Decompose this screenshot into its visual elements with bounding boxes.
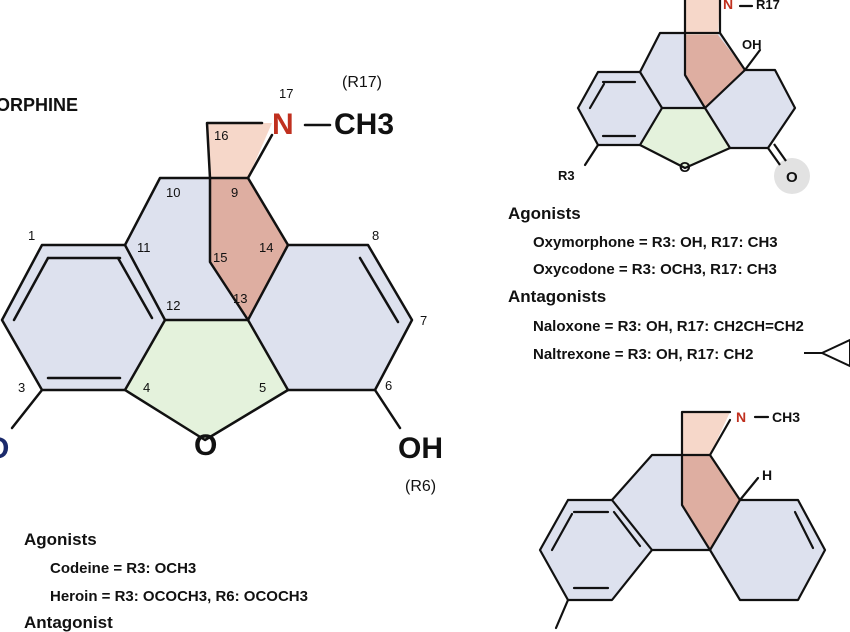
atom-number-17: 17 xyxy=(279,86,293,101)
atom-number-10: 10 xyxy=(166,185,180,200)
tr-ketone-oxygen: O xyxy=(786,169,798,186)
hydroxyl-group: OH xyxy=(398,432,443,465)
r6-label: (R6) xyxy=(405,478,436,495)
left-agonist-item-codeine: Codeine = R3: OCH3 xyxy=(50,560,196,577)
ring-c-fill xyxy=(248,245,412,390)
nitrogen-atom: N xyxy=(272,108,294,141)
bridge-oxygen: O xyxy=(194,429,217,462)
atom-number-8: 8 xyxy=(372,228,379,243)
atom-number-13: 13 xyxy=(233,291,247,306)
atom-number-16: 16 xyxy=(214,128,228,143)
atom-number-12: 12 xyxy=(166,298,180,313)
right-agonist-item-oxycodone: Oxycodone = R3: OCH3, R17: CH3 xyxy=(533,261,777,278)
left-antagonist-heading: Antagonist xyxy=(24,613,113,632)
molecule-name: ORPHINE xyxy=(0,95,78,115)
nitrogen-ring-fill xyxy=(207,123,272,178)
tr-furan-fill xyxy=(640,108,730,168)
br-nitrogen-ring-fill xyxy=(682,412,730,455)
morphine-structure: ORPHINE (R17) N CH3 O OH (R6) O 1 3 4 5 … xyxy=(0,74,443,495)
tr-ring-oxygen: O xyxy=(679,159,691,176)
methyl-group: CH3 xyxy=(334,108,394,141)
tr-r3-label: R3 xyxy=(558,168,575,183)
left-legend: Agonists Codeine = R3: OCH3 Heroin = R3:… xyxy=(24,530,308,632)
left-agonist-item-heroin: Heroin = R3: OCOCH3, R6: OCOCH3 xyxy=(50,588,308,605)
atom-number-4: 4 xyxy=(143,380,150,395)
tr-r17-label: R17 xyxy=(756,0,780,12)
right-antagonist-item-naloxone: Naloxone = R3: OH, R17: CH2CH=CH2 xyxy=(533,318,804,335)
tr-ring-a-fill xyxy=(578,72,662,145)
atom-number-9: 9 xyxy=(231,185,238,200)
atom-number-1: 1 xyxy=(28,228,35,243)
atom-number-6: 6 xyxy=(385,378,392,393)
atom-numbers: 1 3 4 5 6 7 8 9 10 11 12 13 14 15 16 17 xyxy=(18,86,427,395)
tr-ring-c-fill xyxy=(705,70,795,148)
br-methyl: CH3 xyxy=(772,409,800,425)
atom-number-7: 7 xyxy=(420,313,427,328)
right-legend: Agonists Oxymorphone = R3: OH, R17: CH3 … xyxy=(508,204,850,368)
morphinan-structure: N CH3 H xyxy=(538,409,827,630)
oxymorphone-structure: N R17 OH R3 O O xyxy=(558,0,810,194)
br-hydrogen: H xyxy=(762,467,772,483)
right-antagonist-item-naltrexone: Naltrexone = R3: OH, R17: CH2 xyxy=(533,346,753,363)
right-antagonists-heading: Antagonists xyxy=(508,287,606,306)
atom-number-11: 11 xyxy=(137,240,151,255)
tr-hydroxyl: OH xyxy=(742,37,762,52)
atom-number-5: 5 xyxy=(259,380,266,395)
br-bonds xyxy=(538,410,827,630)
atom-number-14: 14 xyxy=(259,240,273,255)
cyclopropyl-icon xyxy=(804,338,850,368)
atom-number-3: 3 xyxy=(18,380,25,395)
r17-label: (R17) xyxy=(342,74,382,91)
br-nitrogen-atom: N xyxy=(736,409,746,425)
ketone-highlight xyxy=(774,158,810,194)
right-agonists-heading: Agonists xyxy=(508,204,581,223)
atom-number-15: 15 xyxy=(213,250,227,265)
ring-a-fill xyxy=(2,245,165,390)
left-oxygen-partial: O xyxy=(0,432,9,465)
morphine-bonds xyxy=(0,121,414,442)
tr-piperidine-fill xyxy=(685,35,745,108)
br-ring-c-fill xyxy=(710,500,825,600)
tr-nitrogen-ring-fill xyxy=(685,0,720,35)
right-agonist-item-oxymorphone: Oxymorphone = R3: OH, R17: CH3 xyxy=(533,234,778,251)
tr-nitrogen-atom: N xyxy=(723,0,733,12)
left-agonists-heading: Agonists xyxy=(24,530,97,549)
furan-ring-fill xyxy=(125,320,288,440)
tr-bonds xyxy=(576,0,797,170)
